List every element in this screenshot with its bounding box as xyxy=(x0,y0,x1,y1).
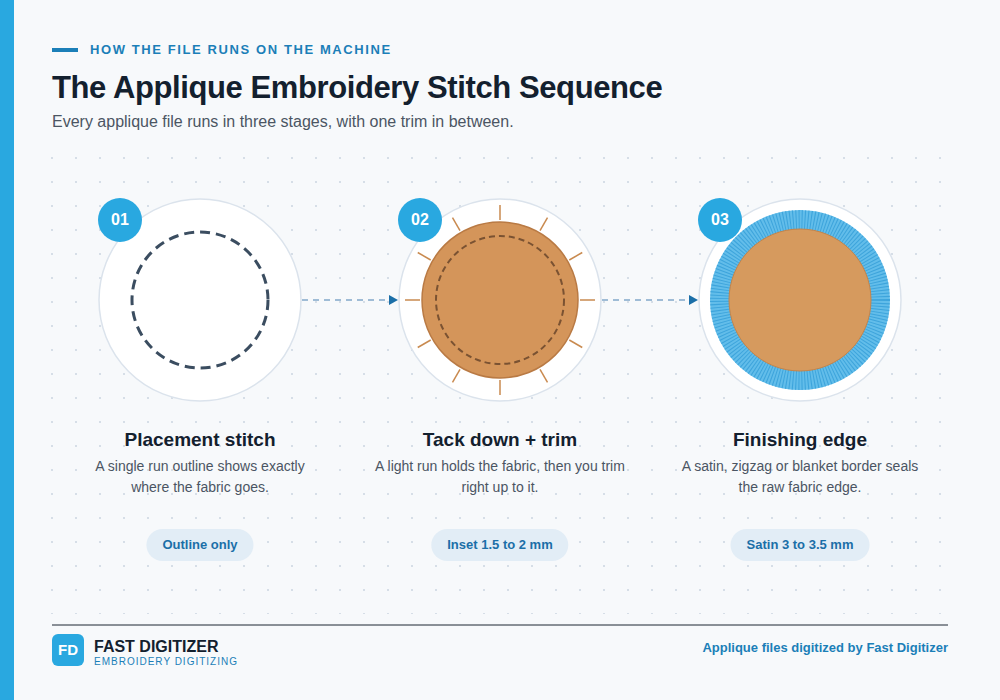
arrow-head xyxy=(689,295,698,305)
stage-heading: Placement stitch xyxy=(50,428,350,452)
step-number: 01 xyxy=(98,198,142,242)
spec-pill: Satin 3 to 3.5 mm xyxy=(731,529,870,561)
stage-circle: Finishing edgeA satin, zigzag or blanket… xyxy=(698,198,902,402)
flow-connector xyxy=(602,295,698,305)
trim-ray xyxy=(499,205,501,220)
stage-heading: Tack down + trim xyxy=(350,428,650,452)
step-badge: 02 xyxy=(398,198,442,242)
footer-rule xyxy=(52,625,948,626)
spec-text: Outline only xyxy=(162,529,237,561)
logo-mark: FD xyxy=(52,634,84,666)
tackdown-illustration xyxy=(399,199,601,401)
trim-ray xyxy=(418,340,431,348)
trim-ray xyxy=(405,299,420,301)
fabric-piece xyxy=(422,222,578,378)
brand-tagline: EMBROIDERY DIGITIZING xyxy=(94,656,238,668)
page-title: The Applique Embroidery Stitch Sequence xyxy=(52,70,662,106)
finishing-illustration xyxy=(699,199,901,401)
placement-illustration xyxy=(99,199,301,401)
satin-texture xyxy=(720,220,880,380)
fabric-piece xyxy=(729,229,871,371)
connector-line xyxy=(602,299,690,301)
satin-border xyxy=(720,220,880,380)
tackdown-run xyxy=(436,236,564,364)
trim-ray xyxy=(453,218,461,231)
connector-line xyxy=(302,299,390,301)
spec-pill: Inset 1.5 to 2 mm xyxy=(431,529,568,561)
flow-connector xyxy=(302,295,398,305)
trim-ray xyxy=(418,253,431,261)
kicker-label: HOW THE FILE RUNS ON THE MACHINE xyxy=(90,42,392,58)
stage-disc xyxy=(99,199,301,401)
stage-description: A light run holds the fabric, then you t… xyxy=(375,456,625,498)
stage-disc xyxy=(399,199,601,401)
brand-logo: FD xyxy=(52,634,84,666)
trim-ray xyxy=(569,340,582,348)
step-number: 03 xyxy=(698,198,742,242)
page-caption: Every applique file runs in three stages… xyxy=(52,112,514,132)
accent-bar xyxy=(0,0,14,700)
brand-name: FAST DIGITIZER xyxy=(94,637,218,656)
step-number: 02 xyxy=(398,198,442,242)
trim-ray xyxy=(580,299,595,301)
trim-ray xyxy=(540,218,548,231)
step-badge: 01 xyxy=(98,198,142,242)
placement-run xyxy=(132,232,268,368)
stage-heading: Finishing edge xyxy=(650,428,950,452)
stage-circle: Tack down + trimA light run holds the fa… xyxy=(398,198,602,402)
spec-text: Satin 3 to 3.5 mm xyxy=(747,529,854,561)
arrow-head xyxy=(389,295,398,305)
trim-ray xyxy=(540,369,548,382)
spec-pill: Outline only xyxy=(146,529,253,561)
stage-description: A single run outline shows exactly where… xyxy=(75,456,325,498)
step-badge: 03 xyxy=(698,198,742,242)
stage-disc xyxy=(699,199,901,401)
kicker-rule xyxy=(52,48,78,52)
trim-ray xyxy=(499,380,501,395)
stage-circle: Placement stitchA single run outline sho… xyxy=(98,198,302,402)
trim-ray xyxy=(569,253,582,261)
stage-description: A satin, zigzag or blanket border seals … xyxy=(675,456,925,498)
trim-ray xyxy=(453,369,461,382)
footer-credit: Applique files digitized by Fast Digitiz… xyxy=(702,640,948,656)
spec-text: Inset 1.5 to 2 mm xyxy=(447,529,552,561)
